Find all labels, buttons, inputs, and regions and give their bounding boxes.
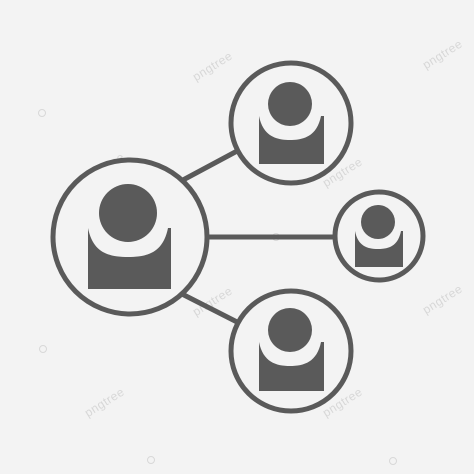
watermark-dot bbox=[38, 109, 46, 117]
bottom-person-body bbox=[259, 342, 324, 391]
watermark-dot bbox=[389, 457, 397, 465]
central-person-body bbox=[88, 228, 171, 289]
connection-lines bbox=[179, 147, 336, 326]
top-person-body bbox=[259, 116, 324, 164]
central-person-head bbox=[99, 184, 157, 242]
right-person-body bbox=[355, 231, 403, 267]
top-person-head bbox=[268, 82, 312, 126]
connection-line-top bbox=[180, 147, 242, 183]
right-person-node bbox=[332, 189, 426, 283]
top-person-node bbox=[228, 60, 354, 186]
right-person-head bbox=[361, 205, 395, 239]
central-person-node bbox=[50, 157, 210, 317]
connection-line-bottom bbox=[179, 291, 242, 326]
bottom-person-head bbox=[268, 308, 312, 352]
bottom-person-node bbox=[228, 288, 354, 414]
watermark-dot bbox=[39, 345, 47, 353]
watermark-dot bbox=[147, 456, 155, 464]
